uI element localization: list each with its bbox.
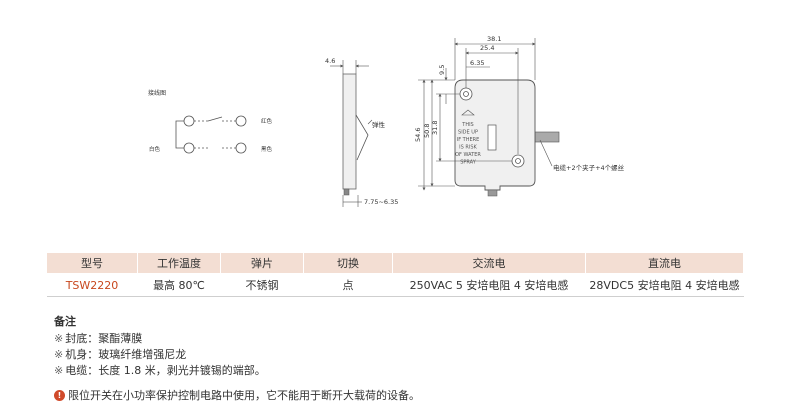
note-text: 封底：聚酯薄膜	[65, 332, 143, 345]
wire-black-label: 黑色	[261, 145, 273, 153]
dim-height-body: 50.8	[423, 124, 431, 138]
wire-white-label: 白色	[149, 145, 161, 153]
up-arrow-icon	[461, 109, 475, 116]
cable-stub	[343, 188, 350, 196]
label-line: SIDE UP	[458, 130, 478, 136]
label-line: IS RISK	[459, 145, 477, 151]
contact-black	[235, 142, 247, 154]
notes-section: 备注 ※封底：聚酯薄膜 ※机身：玻璃纤维增强尼龙 ※电缆：长度 1.8 米，剥光…	[54, 314, 266, 379]
dim-thickness: 4.6	[325, 57, 335, 65]
contact-red	[235, 115, 247, 127]
header-dc: 直流电	[585, 252, 744, 274]
note-text: 电缆：长度 1.8 米，剥光并镀锡的端部。	[65, 364, 266, 377]
cell-ac: 250VAC 5 安培电阻 4 安培电感	[392, 273, 586, 297]
wire-red-label: 红色	[261, 117, 273, 125]
warning-icon: !	[54, 389, 65, 401]
table-header-row: 型号 工作温度 弹片 切换 交流电 直流电	[46, 252, 744, 274]
header-switching: 切换	[303, 252, 393, 274]
dim-height-holes: 31.8	[431, 121, 439, 135]
label-line: SPRAY	[460, 160, 476, 166]
cable-label: 电缆+2个夹子+4个螺丝	[553, 163, 625, 172]
spring-leaf	[355, 114, 369, 161]
cell-switching: 点	[303, 273, 393, 297]
spec-table: 型号 工作温度 弹片 切换 交流电 直流电 TSW2220 最高 80℃ 不锈钢…	[46, 252, 744, 297]
note-item: ※电缆：长度 1.8 米，剥光并镀锡的端部。	[54, 363, 266, 379]
technical-drawing: 接线图 红色 白色 黑色	[148, 35, 625, 207]
wiring-title: 接线图	[148, 89, 166, 97]
label-line: IF THERE	[457, 137, 480, 143]
note-mark-icon: ※	[54, 348, 64, 361]
dim-top: 9.5	[438, 65, 446, 75]
header-temp: 工作温度	[137, 252, 221, 274]
dim-range: 7.75~6.35	[364, 198, 398, 206]
notes-title: 备注	[54, 315, 76, 328]
dim-width-holes: 25.4	[480, 44, 494, 52]
header-spring: 弹片	[220, 252, 304, 274]
cell-spring: 不锈钢	[220, 273, 304, 297]
note-mark-icon: ※	[54, 332, 64, 345]
table-row: TSW2220 最高 80℃ 不锈钢 点 250VAC 5 安培电阻 4 安培电…	[46, 273, 744, 297]
cell-model: TSW2220	[46, 273, 138, 297]
cell-dc: 28VDC5 安培电阻 4 安培电感	[585, 273, 744, 297]
warning-text: 限位开关在小功率保护控制电路中使用，它不能用于断开大载荷的设备。	[68, 389, 420, 402]
side-view: 4.6 弹性 7.75~6.35	[325, 57, 398, 207]
label-line: OF WATER	[455, 152, 481, 158]
spring-label: 弹性	[372, 120, 386, 129]
cable-body	[534, 131, 560, 143]
note-text: 机身：玻璃纤维增强尼龙	[65, 348, 187, 361]
header-model: 型号	[46, 252, 138, 274]
switch-body-side	[342, 73, 357, 190]
note-item: ※机身：玻璃纤维增强尼龙	[54, 347, 266, 363]
dim-height-total: 54.6	[414, 128, 422, 142]
cable-exit	[487, 189, 498, 197]
contact-com	[183, 142, 195, 154]
contact-nc	[183, 115, 195, 127]
note-mark-icon: ※	[54, 364, 64, 377]
header-ac: 交流电	[392, 252, 586, 274]
cell-temp: 最高 80℃	[137, 273, 221, 297]
dim-width-total: 38.1	[487, 35, 501, 43]
actuator-slot	[487, 124, 497, 151]
wiring-diagram: 接线图 红色 白色 黑色	[148, 89, 273, 154]
warning-note: ! 限位开关在小功率保护控制电路中使用，它不能用于断开大载荷的设备。	[54, 387, 420, 403]
dim-edge: 6.35	[470, 59, 484, 67]
note-item: ※封底：聚酯薄膜	[54, 331, 266, 347]
label-line: THIS	[461, 122, 473, 128]
